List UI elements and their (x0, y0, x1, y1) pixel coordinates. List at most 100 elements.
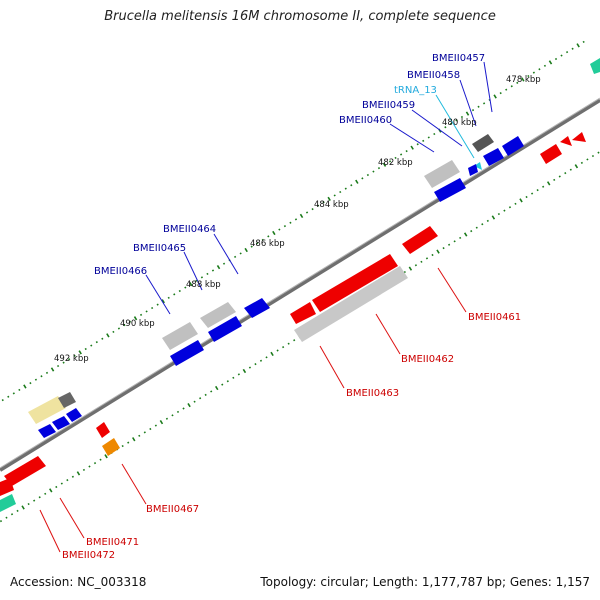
gene-label-BMEII0464[interactable]: BMEII0464 (163, 224, 216, 235)
gene-label-BMEII0466[interactable]: BMEII0466 (94, 266, 147, 277)
lower-track-tick (176, 410, 180, 414)
feature-grey-small[interactable] (472, 134, 494, 152)
upper-track-tick (156, 303, 159, 306)
feature-red-far-3[interactable] (572, 132, 586, 142)
gene-label-BMEII0457[interactable]: BMEII0457 (432, 53, 485, 64)
lower-track-tick (187, 402, 191, 408)
gene-label-BMEII0460[interactable]: BMEII0460 (339, 115, 392, 126)
leader-BMEII0465 (183, 251, 203, 291)
gene-label-BMEII0467[interactable]: BMEII0467 (146, 504, 199, 515)
lower-track-tick (38, 496, 41, 499)
upper-track-tick (532, 71, 535, 74)
gene-label-BMEII0463[interactable]: BMEII0463 (346, 388, 399, 399)
lower-track-tick (425, 257, 429, 260)
gene-label-tRNA_13[interactable]: tRNA_13 (394, 85, 437, 96)
gene-label-BMEII0472[interactable]: BMEII0472 (62, 550, 115, 561)
lower-track-tick (171, 414, 174, 417)
lower-track-tick (265, 356, 268, 359)
lower-track-tick (49, 488, 53, 493)
feature-BMEII0459[interactable] (424, 160, 460, 188)
feature-BMEII0461[interactable] (402, 226, 438, 254)
scale-label-480: 480 kbp (442, 118, 477, 128)
feature-BMEII0463[interactable] (294, 266, 408, 342)
feature-BMEII0467[interactable] (96, 422, 110, 438)
feature-BMEII0472[interactable] (0, 478, 14, 496)
upper-track-tick (299, 213, 304, 219)
upper-track-tick (123, 324, 126, 327)
feature-blue-1[interactable] (38, 424, 56, 438)
feature-red-far-2[interactable] (560, 136, 572, 146)
upper-track-tick (56, 364, 60, 368)
feature-BMEII0457[interactable] (502, 136, 524, 156)
feature-darkgrey[interactable] (58, 392, 76, 408)
lower-track-tick (60, 482, 63, 485)
feature-BMEII0471[interactable] (4, 456, 46, 486)
lower-track-tick (132, 437, 136, 442)
gene-label-BMEII0465[interactable]: BMEII0465 (133, 243, 186, 254)
gene-label-BMEII0471[interactable]: BMEII0471 (86, 537, 139, 548)
feature-BMEII0465[interactable] (208, 316, 242, 342)
feature-blue-2[interactable] (52, 416, 70, 430)
upper-track-tick (1, 399, 4, 402)
lower-track-tick (221, 383, 224, 386)
upper-track-tick (34, 378, 38, 381)
upper-track-tick (355, 179, 359, 184)
lower-track-tick (463, 232, 468, 237)
lower-track-tick (530, 192, 534, 195)
lower-track-tick (414, 264, 418, 267)
feature-teal-top[interactable] (590, 58, 600, 74)
feature-yellow[interactable] (28, 396, 66, 424)
feature-teal-bottom[interactable] (0, 494, 16, 512)
upper-track-tick (289, 221, 292, 224)
gene-label-BMEII0462[interactable]: BMEII0462 (401, 354, 454, 365)
feature-red-far-1[interactable] (540, 144, 562, 164)
feature-BMEII0465-grey[interactable] (200, 302, 236, 328)
upper-track-tick (322, 201, 325, 204)
feature-orange[interactable] (102, 438, 120, 456)
upper-track-tick (283, 225, 287, 228)
lower-track-tick (254, 363, 257, 366)
accession-text: Accession: NC_003318 (10, 575, 147, 589)
feature-small-blue[interactable] (468, 164, 478, 176)
upper-track-tick (460, 115, 464, 119)
feature-red-small[interactable] (290, 302, 316, 324)
upper-track-tick (471, 109, 475, 112)
upper-track-tick (427, 136, 430, 139)
upper-track-tick (23, 384, 27, 389)
upper-track-tick (465, 111, 470, 116)
upper-track-tick (261, 238, 264, 241)
feature-BMEII0458[interactable] (483, 148, 504, 166)
upper-track-tick (145, 310, 148, 313)
feature-BMEII0462[interactable] (312, 254, 398, 312)
upper-track-tick (7, 395, 10, 398)
lower-track-tick (442, 247, 445, 250)
upper-track-tick (527, 74, 530, 78)
upper-track-tick (399, 153, 403, 156)
feature-BMEII0464[interactable] (244, 298, 270, 318)
upper-track-tick (333, 194, 336, 197)
leader-BMEII0463 (319, 345, 345, 389)
lower-track-tick (287, 342, 290, 345)
reverse-features (0, 132, 586, 512)
lower-track-tick (597, 151, 600, 154)
feature-tRNA_13[interactable] (474, 162, 482, 170)
feature-BMEII0460[interactable] (434, 178, 466, 202)
upper-track-tick (444, 126, 447, 129)
feature-BMEII0466[interactable] (170, 340, 204, 366)
lower-track-tick (546, 181, 551, 186)
upper-track-tick (372, 170, 375, 173)
upper-track-tick (29, 382, 32, 385)
gene-label-BMEII0458[interactable]: BMEII0458 (407, 70, 460, 81)
lower-track-tick (66, 479, 69, 482)
gene-label-BMEII0459[interactable]: BMEII0459 (362, 100, 415, 111)
upper-track-tick (582, 40, 585, 44)
upper-track-tick (499, 92, 502, 95)
feature-BMEII0466-grey[interactable] (162, 322, 198, 350)
lower-track-tick (121, 444, 124, 448)
feature-blue-3[interactable] (66, 408, 82, 422)
gene-label-BMEII0461[interactable]: BMEII0461 (468, 312, 521, 323)
upper-track-tick (178, 289, 181, 293)
lower-track-tick (182, 407, 185, 410)
lower-track-tick (127, 441, 130, 444)
lower-track-tick (553, 178, 556, 182)
